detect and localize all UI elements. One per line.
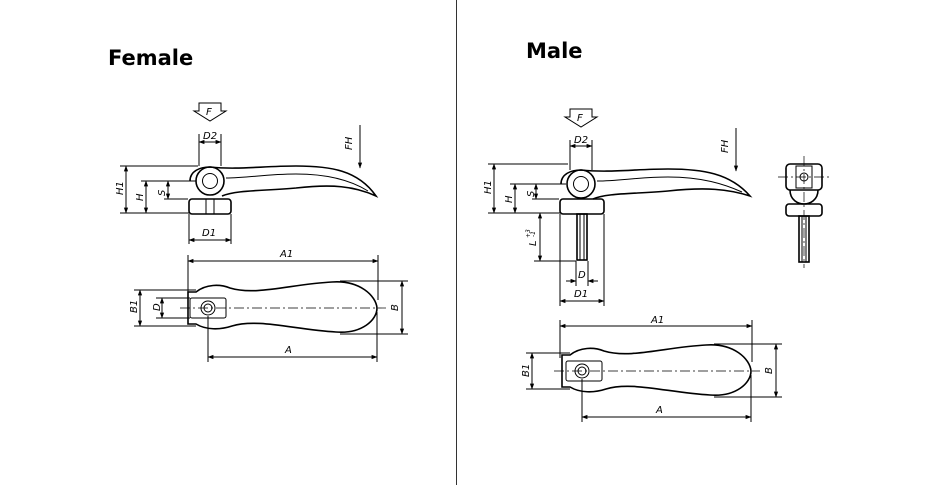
label-d2: D2 [203,131,217,142]
label-d1-male: D1 [574,289,588,300]
female-side-view: F D2 FH H1 H S D1 [115,102,379,244]
label-h-male: H [504,195,515,203]
label-b-female: B [390,304,401,311]
male-side-view: F D2 FH H1 H S L +3 -1 [483,108,753,306]
label-h1: H1 [115,181,126,195]
label-b-male: B [764,367,775,374]
label-f: F [206,107,212,118]
label-d-female: D [152,303,163,311]
label-a-female: A [284,345,292,356]
label-a-male: A [655,405,663,416]
label-d-male: D [578,270,586,281]
male-top-view: A1 B1 B A [521,315,782,422]
label-a1-male: A1 [650,315,664,326]
label-h: H [135,193,146,201]
male-front-view [778,156,830,268]
label-b1: B1 [129,300,140,313]
label-fh-male: FH [720,139,731,153]
label-s-male: S [526,190,537,197]
female-top-view: A1 B1 D B A [129,249,408,362]
label-h1-male: H1 [483,180,494,194]
label-l-tol-plus: +3 [525,229,532,238]
label-l: L [528,240,539,246]
label-d1: D1 [202,228,216,239]
label-d2-male: D2 [574,135,588,146]
label-l-tol-minus: -1 [530,231,537,237]
label-s: S [157,189,168,196]
label-b1-male: B1 [521,364,532,377]
section-divider [456,0,457,485]
force-arrow-icon [192,102,228,122]
label-a1: A1 [279,249,293,260]
male-title: Male [526,39,583,63]
label-fh: FH [344,136,355,150]
force-arrow-icon [563,108,599,128]
female-title: Female [108,46,194,70]
label-f-male: F [577,113,583,124]
